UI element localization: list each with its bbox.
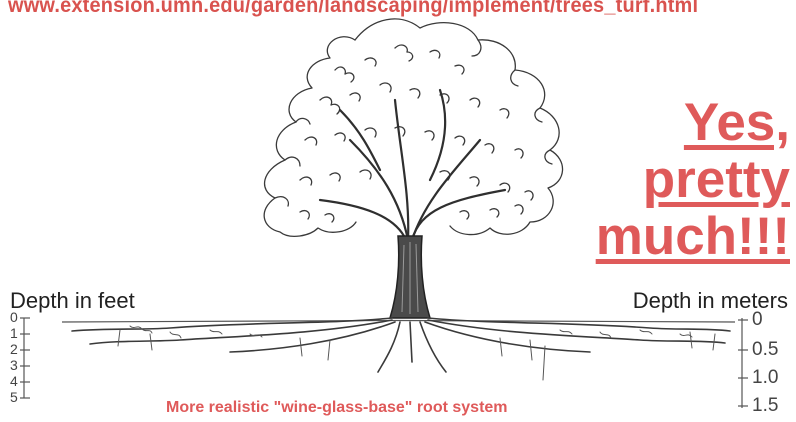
feet-tick-1: 1 [10, 326, 18, 340]
callout-line-2: pretty [550, 151, 790, 208]
root-system-caption: More realistic "wine-glass-base" root sy… [166, 399, 508, 417]
depth-feet-scale [20, 318, 30, 398]
depth-feet-label: Depth in feet [10, 288, 135, 314]
meters-tick-2: 1.0 [752, 368, 778, 388]
depth-meters-label: Depth in meters [633, 288, 788, 314]
callout-text: Yes, pretty much!!! [550, 94, 790, 265]
feet-tick-4: 4 [10, 374, 18, 388]
feet-tick-0: 0 [10, 310, 18, 324]
callout-line-1: Yes, [550, 94, 790, 151]
feet-tick-2: 2 [10, 342, 18, 356]
depth-meters-scale [738, 318, 748, 408]
meters-tick-1: 0.5 [752, 340, 778, 360]
feet-tick-3: 3 [10, 358, 18, 372]
meters-tick-0: 0 [752, 310, 763, 330]
feet-tick-5: 5 [10, 390, 18, 404]
callout-line-3: much!!! [550, 208, 790, 265]
meters-tick-3: 1.5 [752, 396, 778, 416]
